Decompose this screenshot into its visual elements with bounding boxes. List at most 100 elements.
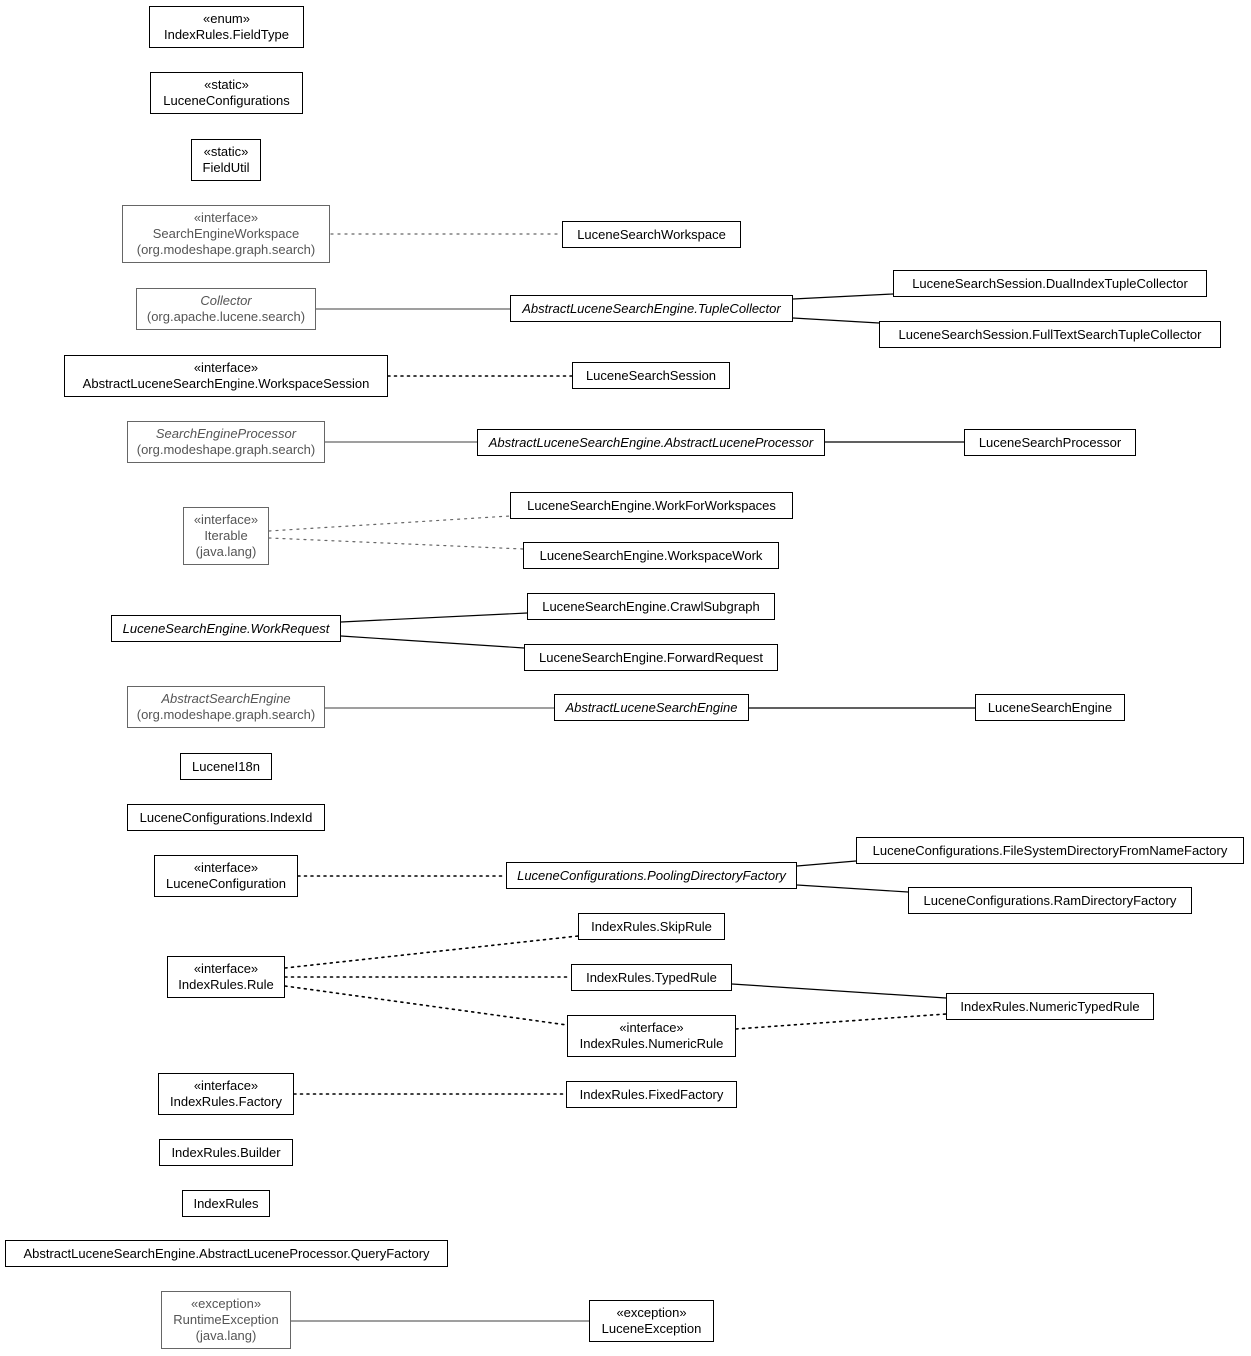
stereotype-label: «interface» xyxy=(193,1078,259,1093)
package-label: (org.modeshape.graph.search) xyxy=(136,707,316,722)
class-node-dual-index-collector[interactable]: LuceneSearchSession.DualIndexTupleCollec… xyxy=(893,270,1207,297)
class-node-abstract-lucene-search-engine[interactable]: AbstractLuceneSearchEngine xyxy=(554,694,749,721)
class-name-label: LuceneSearchEngine.CrawlSubgraph xyxy=(542,598,760,614)
class-node-lucene-configurations[interactable]: «static»LuceneConfigurations xyxy=(150,72,303,114)
stereotype-label: «static» xyxy=(204,77,249,92)
class-node-lucene-search-processor[interactable]: LuceneSearchProcessor xyxy=(964,429,1136,456)
stereotype-label: «interface» xyxy=(193,360,259,375)
class-node-abstract-search-engine[interactable]: AbstractSearchEngine(org.modeshape.graph… xyxy=(127,686,325,728)
class-node-ram-directory-factory[interactable]: LuceneConfigurations.RamDirectoryFactory xyxy=(908,887,1192,914)
stereotype-label: «static» xyxy=(203,144,249,159)
class-name-label: AbstractLuceneSearchEngine.AbstractLucen… xyxy=(488,434,814,450)
class-name-label: AbstractLuceneSearchEngine.AbstractLucen… xyxy=(23,1245,430,1261)
stereotype-label: «interface» xyxy=(193,512,259,527)
class-node-workspace-session[interactable]: «interface»AbstractLuceneSearchEngine.Wo… xyxy=(64,355,388,397)
class-node-index-rules[interactable]: IndexRules xyxy=(182,1190,270,1217)
stereotype-label: «exception» xyxy=(190,1296,262,1311)
class-node-search-engine-processor[interactable]: SearchEngineProcessor(org.modeshape.grap… xyxy=(127,421,325,463)
stereotype-label: «interface» xyxy=(193,961,259,976)
class-node-fieldtype[interactable]: «enum»IndexRules.FieldType xyxy=(149,6,304,48)
class-name-label: LuceneConfigurations.PoolingDirectoryFac… xyxy=(517,867,786,883)
class-node-search-engine-workspace[interactable]: «interface»SearchEngineWorkspace(org.mod… xyxy=(122,205,330,263)
class-node-numeric-typed-rule[interactable]: IndexRules.NumericTypedRule xyxy=(946,993,1154,1020)
edge-work-request-to-crawl-subgraph xyxy=(340,612,528,623)
class-node-iterable[interactable]: «interface»Iterable(java.lang) xyxy=(183,507,269,565)
class-node-fieldutil[interactable]: «static»FieldUtil xyxy=(191,139,261,181)
class-name-label: IndexRules.FieldType xyxy=(163,27,289,42)
class-node-rule[interactable]: «interface»IndexRules.Rule xyxy=(167,956,285,998)
stereotype-label: «interface» xyxy=(193,210,259,225)
class-node-runtime-exception[interactable]: «exception»RuntimeException(java.lang) xyxy=(161,1291,291,1349)
edge-iterable-to-workspace-work xyxy=(268,537,524,550)
package-label: (org.modeshape.graph.search) xyxy=(136,442,316,457)
edge-rule-to-numeric-rule xyxy=(284,985,568,1026)
class-node-numeric-rule[interactable]: «interface»IndexRules.NumericRule xyxy=(567,1015,736,1057)
package-label: (org.modeshape.graph.search) xyxy=(136,242,316,257)
edge-pooling-directory-factory-to-ram-directory-factory xyxy=(796,884,909,893)
edge-iterable-to-work-for-workspaces xyxy=(268,515,511,532)
class-name-label: Collector xyxy=(200,293,252,308)
class-name-label: LuceneSearchSession xyxy=(585,367,717,383)
class-node-query-factory[interactable]: AbstractLuceneSearchEngine.AbstractLucen… xyxy=(5,1240,448,1267)
class-node-filesystem-directory-factory[interactable]: LuceneConfigurations.FileSystemDirectory… xyxy=(856,837,1244,864)
class-name-label: LuceneException xyxy=(601,1321,702,1336)
class-name-label: RuntimeException xyxy=(173,1312,279,1327)
class-node-workspace-work[interactable]: LuceneSearchEngine.WorkspaceWork xyxy=(523,542,779,569)
class-name-label: IndexRules.SkipRule xyxy=(591,918,712,934)
class-node-fixed-factory[interactable]: IndexRules.FixedFactory xyxy=(566,1081,737,1108)
class-node-lucene-search-workspace[interactable]: LuceneSearchWorkspace xyxy=(562,221,741,248)
class-name-label: LuceneI18n xyxy=(192,758,260,774)
class-name-label: SearchEngineWorkspace xyxy=(152,226,300,241)
class-node-work-for-workspaces[interactable]: LuceneSearchEngine.WorkForWorkspaces xyxy=(510,492,793,519)
class-node-lucene-exception[interactable]: «exception»LuceneException xyxy=(589,1300,714,1342)
stereotype-label: «interface» xyxy=(193,860,259,875)
stereotype-label: «enum» xyxy=(203,11,250,26)
class-node-abstract-lucene-processor[interactable]: AbstractLuceneSearchEngine.AbstractLucen… xyxy=(477,429,825,456)
class-node-index-id[interactable]: LuceneConfigurations.IndexId xyxy=(127,804,325,831)
edge-numeric-rule-to-numeric-typed-rule xyxy=(735,1013,947,1030)
class-name-label: IndexRules.NumericTypedRule xyxy=(960,998,1140,1014)
class-node-lucene-search-session[interactable]: LuceneSearchSession xyxy=(572,362,730,389)
class-node-pooling-directory-factory[interactable]: LuceneConfigurations.PoolingDirectoryFac… xyxy=(506,862,797,889)
class-node-lucene-search-engine[interactable]: LuceneSearchEngine xyxy=(975,694,1125,721)
edge-work-request-to-forward-request xyxy=(340,635,525,649)
edge-rule-to-skip-rule xyxy=(284,935,579,969)
class-node-lucene-i18n[interactable]: LuceneI18n xyxy=(180,753,272,780)
class-name-label: AbstractLuceneSearchEngine.TupleCollecto… xyxy=(522,300,781,316)
class-node-work-request[interactable]: LuceneSearchEngine.WorkRequest xyxy=(111,615,341,642)
class-name-label: IndexRules.NumericRule xyxy=(579,1036,724,1051)
class-name-label: IndexRules xyxy=(193,1195,259,1211)
class-node-typed-rule[interactable]: IndexRules.TypedRule xyxy=(571,964,732,991)
class-name-label: AbstractSearchEngine xyxy=(161,691,291,706)
class-name-label: LuceneSearchEngine xyxy=(987,699,1113,715)
package-label: (org.apache.lucene.search) xyxy=(146,309,306,324)
class-node-forward-request[interactable]: LuceneSearchEngine.ForwardRequest xyxy=(524,644,778,671)
class-node-fulltext-collector[interactable]: LuceneSearchSession.FullTextSearchTupleC… xyxy=(879,321,1221,348)
class-node-lucene-configuration[interactable]: «interface»LuceneConfiguration xyxy=(154,855,298,897)
class-name-label: LuceneSearchEngine.WorkForWorkspaces xyxy=(527,497,776,513)
class-name-label: IndexRules.FixedFactory xyxy=(579,1086,724,1102)
class-name-label: LuceneSearchProcessor xyxy=(978,434,1122,450)
class-node-builder[interactable]: IndexRules.Builder xyxy=(159,1139,293,1166)
class-name-label: FieldUtil xyxy=(202,160,250,175)
edge-tuple-collector-to-fulltext-collector xyxy=(792,317,880,324)
edge-typed-rule-to-numeric-typed-rule xyxy=(731,983,947,999)
class-name-label: LuceneConfigurations.FileSystemDirectory… xyxy=(872,842,1228,858)
class-node-crawl-subgraph[interactable]: LuceneSearchEngine.CrawlSubgraph xyxy=(527,593,775,620)
class-name-label: IndexRules.Factory xyxy=(170,1094,282,1109)
class-name-label: LuceneSearchWorkspace xyxy=(577,226,726,242)
class-name-label: LuceneConfiguration xyxy=(166,876,286,891)
class-name-label: LuceneSearchEngine.WorkspaceWork xyxy=(539,547,763,563)
class-node-factory[interactable]: «interface»IndexRules.Factory xyxy=(158,1073,294,1115)
package-label: (java.lang) xyxy=(195,1328,257,1343)
class-node-collector[interactable]: Collector(org.apache.lucene.search) xyxy=(136,288,316,330)
class-node-tuple-collector[interactable]: AbstractLuceneSearchEngine.TupleCollecto… xyxy=(510,295,793,322)
class-name-label: AbstractLuceneSearchEngine.WorkspaceSess… xyxy=(82,376,370,391)
class-name-label: IndexRules.TypedRule xyxy=(586,969,717,985)
stereotype-label: «exception» xyxy=(616,1305,687,1320)
class-node-skip-rule[interactable]: IndexRules.SkipRule xyxy=(578,913,725,940)
class-name-label: Iterable xyxy=(204,528,248,543)
class-name-label: LuceneConfigurations xyxy=(163,93,290,108)
